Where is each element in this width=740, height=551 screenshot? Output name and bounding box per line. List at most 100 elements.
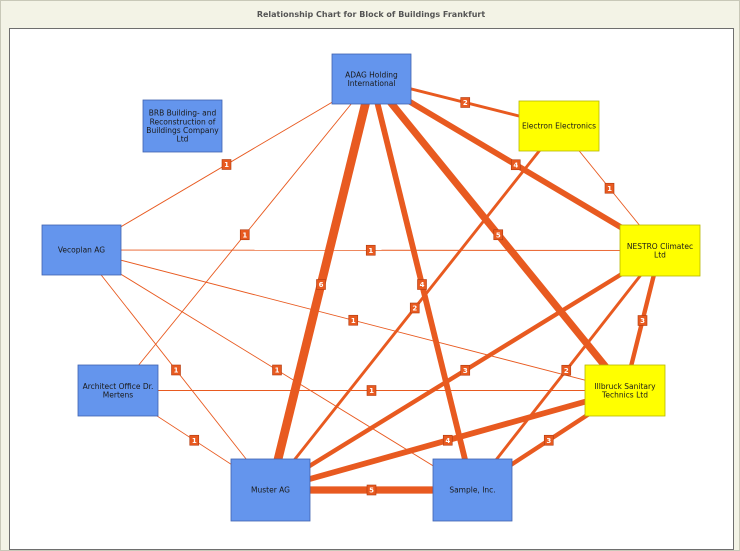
badge-background bbox=[366, 484, 377, 496]
edge-weight-badge: 5 bbox=[366, 484, 377, 496]
node-label-line: Illbruck Sanitary bbox=[594, 382, 656, 391]
badge-background bbox=[442, 434, 453, 446]
edge-weight-label: 5 bbox=[369, 487, 374, 495]
edge-weight-badge: 3 bbox=[637, 315, 648, 326]
edge-weight-badge: 2 bbox=[460, 97, 471, 108]
edge-weight-badge: 2 bbox=[561, 364, 572, 376]
badge-background bbox=[366, 385, 377, 396]
badge-background bbox=[189, 434, 200, 446]
node-box bbox=[331, 53, 412, 105]
relationship-diagram: 2 4 5 4 6 1 1 1 2 1 1 1 1 1 1 3 3 2 4 3 5 ADAG HoldingIntern… bbox=[41, 53, 701, 522]
edge-weight-badge: 1 bbox=[189, 434, 200, 446]
node-sample[interactable]: Sample, Inc. bbox=[432, 458, 513, 522]
edge-weight-label: 4 bbox=[420, 281, 425, 289]
edge-weight-badge: 3 bbox=[460, 364, 471, 376]
edge-weight-badge: 1 bbox=[239, 229, 250, 241]
edge-weight-label: 1 bbox=[192, 437, 197, 445]
node-label-line: Vecoplan AG bbox=[58, 246, 105, 255]
edge-weight-label: 4 bbox=[445, 437, 450, 445]
node-label-line: Architect Office Dr. bbox=[83, 382, 154, 391]
edge-weight-label: 1 bbox=[242, 231, 247, 239]
node-label-line: Buildings Company bbox=[146, 126, 219, 135]
badge-background bbox=[365, 244, 376, 256]
edge-weight-badge: 1 bbox=[272, 364, 282, 376]
node-label-line: Reconstruction of bbox=[150, 117, 216, 126]
node-label-line: Mertens bbox=[103, 390, 133, 399]
edge-weight-badge: 1 bbox=[365, 244, 376, 256]
edge-weight-label: 3 bbox=[463, 367, 468, 375]
edge-weight-badge: 5 bbox=[493, 229, 504, 241]
edge-weight-badge: 1 bbox=[348, 314, 359, 326]
node-box bbox=[41, 224, 122, 276]
edge-weight-label: 3 bbox=[640, 317, 645, 325]
badges-layer: 2 4 5 4 6 1 1 1 2 1 1 1 1 1 1 3 3 2 4 3 5 bbox=[171, 97, 648, 496]
node-label-line: Technics Ltd bbox=[601, 390, 648, 399]
badge-background bbox=[561, 364, 572, 376]
edge-weight-badge: 1 bbox=[604, 182, 615, 194]
edge-weight-label: 1 bbox=[607, 185, 612, 193]
edge-weight-badge: 2 bbox=[409, 302, 420, 314]
node-box bbox=[230, 458, 311, 522]
badge-background bbox=[417, 279, 427, 290]
edge-weight-badge: 3 bbox=[543, 434, 554, 446]
badge-background bbox=[493, 229, 504, 241]
node-electron[interactable]: Electron Electronics bbox=[518, 100, 600, 152]
node-label-line: BRB Building- and bbox=[149, 109, 217, 118]
edge-weight-label: 4 bbox=[513, 161, 518, 169]
edge-weight-label: 1 bbox=[351, 317, 356, 325]
node-muster[interactable]: Muster AG bbox=[230, 458, 311, 522]
node-box bbox=[619, 224, 701, 277]
edge-weight-label: 2 bbox=[412, 305, 417, 313]
node-label-line: NESTRO Climatec bbox=[627, 242, 693, 251]
badge-background bbox=[316, 279, 326, 290]
badge-background bbox=[604, 182, 615, 194]
badge-background bbox=[239, 229, 250, 241]
node-label-line: Muster AG bbox=[251, 486, 290, 495]
edge-weight-label: 2 bbox=[564, 367, 569, 375]
badge-background bbox=[348, 314, 359, 326]
node-label-line: Sample, Inc. bbox=[449, 486, 495, 495]
badge-background bbox=[171, 364, 181, 376]
node-box bbox=[77, 364, 159, 417]
badge-background bbox=[460, 97, 471, 108]
badge-background bbox=[409, 302, 420, 314]
edge-weight-label: 1 bbox=[224, 161, 229, 169]
edge-weight-label: 1 bbox=[174, 367, 179, 375]
node-box bbox=[142, 99, 223, 153]
badge-background bbox=[637, 315, 648, 326]
edge-weight-badge: 4 bbox=[442, 434, 453, 446]
node-architect[interactable]: Architect Office Dr.Mertens bbox=[77, 364, 159, 417]
edge-weight-label: 1 bbox=[275, 367, 280, 375]
node-vecoplan[interactable]: Vecoplan AG bbox=[41, 224, 122, 276]
edge-weight-badge: 1 bbox=[366, 385, 377, 396]
node-label-line: Ltd bbox=[654, 250, 666, 259]
node-box bbox=[432, 458, 513, 522]
edge-weight-label: 3 bbox=[546, 437, 551, 445]
node-label-line: ADAG Holding bbox=[345, 70, 398, 79]
edge-weight-badge: 4 bbox=[417, 279, 427, 290]
edge-weight-label: 5 bbox=[496, 231, 501, 239]
edge-weight-label: 6 bbox=[319, 281, 324, 289]
node-box bbox=[584, 364, 666, 417]
badge-background bbox=[543, 434, 554, 446]
edge-weight-badge: 4 bbox=[510, 159, 521, 171]
edge-weight-badge: 1 bbox=[171, 364, 181, 376]
chart-title: Relationship Chart for Block of Building… bbox=[256, 10, 486, 19]
badge-background bbox=[221, 159, 232, 170]
edge-weight-label: 1 bbox=[368, 247, 373, 255]
badge-background bbox=[510, 159, 521, 171]
edge-weight-label: 2 bbox=[463, 99, 468, 107]
node-label-line: Ltd bbox=[177, 135, 189, 144]
node-label-line: International bbox=[348, 79, 396, 88]
badge-background bbox=[272, 364, 282, 376]
edge-weight-badge: 6 bbox=[316, 279, 326, 290]
badge-background bbox=[460, 364, 471, 376]
edge-weight-label: 1 bbox=[369, 387, 374, 395]
